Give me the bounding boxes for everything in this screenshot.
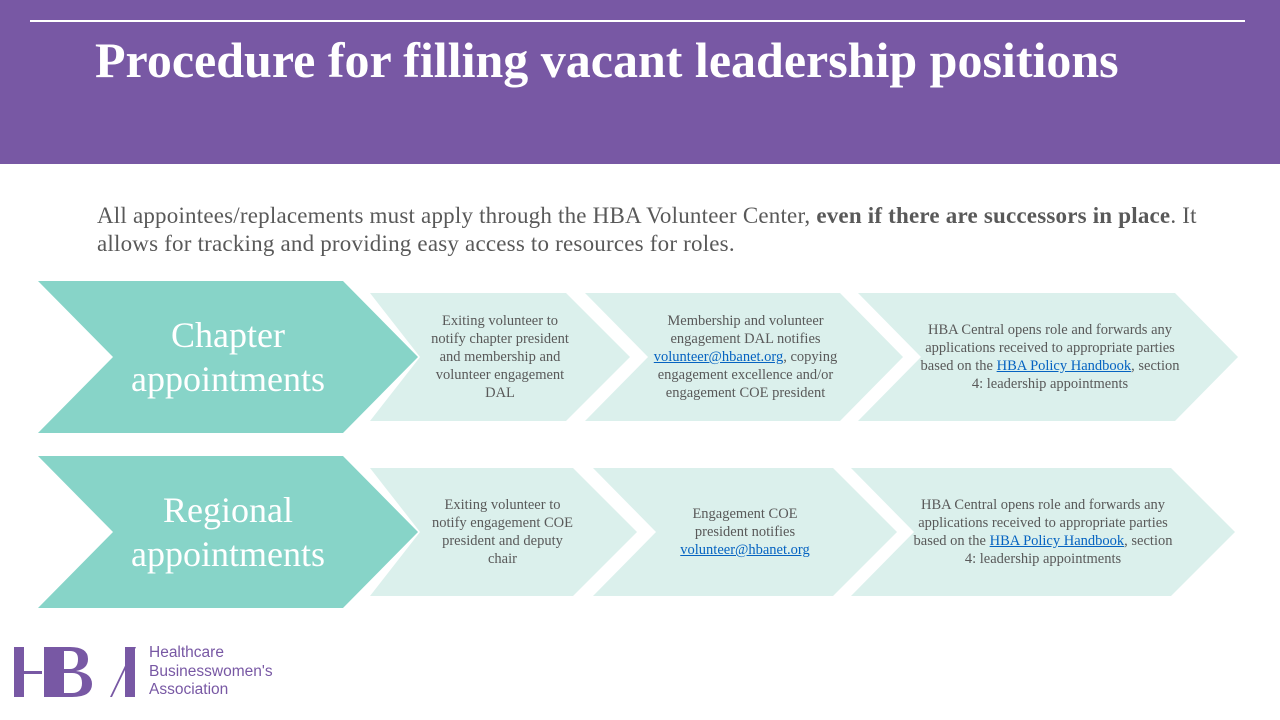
email-link[interactable]: volunteer@hbanet.org	[680, 542, 810, 558]
regional-step-3: HBA Central opens role and forwards any …	[913, 468, 1173, 596]
regional-step-2: Engagement COE president notifies volunt…	[665, 468, 825, 596]
divider	[30, 20, 1245, 22]
chevron-step	[851, 468, 1235, 596]
intro-part1: All appointees/replacements must apply t…	[97, 203, 817, 228]
step-text: Exiting volunteer to notify engagement C…	[432, 497, 573, 567]
step-text: HBA Central opens role and forwards any …	[913, 497, 1168, 549]
policy-handbook-link[interactable]: HBA Policy Handbook	[996, 358, 1132, 374]
intro-part2: . It allows for tracking and providing e…	[97, 203, 1197, 256]
step-text: , section 4: leadership appointments	[964, 533, 1173, 567]
chevron-step	[585, 293, 903, 421]
logo-line: Association	[149, 681, 229, 698]
intro-bold: even if there are successors in place	[816, 203, 1171, 228]
chevron-chapter	[38, 281, 418, 433]
chapter-step-1: Exiting volunteer to notify chapter pres…	[425, 293, 575, 421]
step-text: Exiting volunteer to notify chapter pres…	[431, 313, 569, 401]
title-banner: Procedure for filling vacant leadership …	[0, 0, 1280, 164]
logo-line: Healthcare	[149, 644, 224, 661]
chevron-step	[858, 293, 1238, 421]
chapter-step-3: HBA Central opens role and forwards any …	[920, 293, 1180, 421]
chapter-label: Chapter appointments	[131, 315, 325, 399]
step-text: Engagement COE president notifies	[692, 506, 798, 540]
logo-line: Businesswomen's	[149, 662, 273, 680]
chevron-step	[593, 468, 897, 596]
step-text: , copying engagement excellence and/or e…	[657, 349, 838, 401]
regional-step-1: Exiting volunteer to notify engagement C…	[430, 468, 575, 596]
logo-text: Healthcare Businesswomen's Association	[149, 644, 273, 700]
chevron-step	[370, 468, 637, 596]
step-text: Membership and volunteer engagement DAL …	[667, 313, 824, 347]
step-text: , section 4: leadership appointments	[971, 358, 1180, 392]
chapter-step-2: Membership and volunteer engagement DAL …	[648, 293, 843, 421]
chevron-step	[370, 293, 630, 421]
page-title: Procedure for filling vacant leadership …	[95, 32, 1119, 88]
regional-label: Regional appointments	[131, 490, 325, 574]
chevron-regional	[38, 456, 418, 608]
step-text: HBA Central opens role and forwards any …	[920, 322, 1175, 374]
policy-handbook-link[interactable]: HBA Policy Handbook	[989, 533, 1125, 549]
intro-text: All appointees/replacements must apply t…	[97, 202, 1197, 258]
email-link[interactable]: volunteer@hbanet.org	[653, 349, 784, 365]
hba-logo-icon	[14, 647, 136, 697]
